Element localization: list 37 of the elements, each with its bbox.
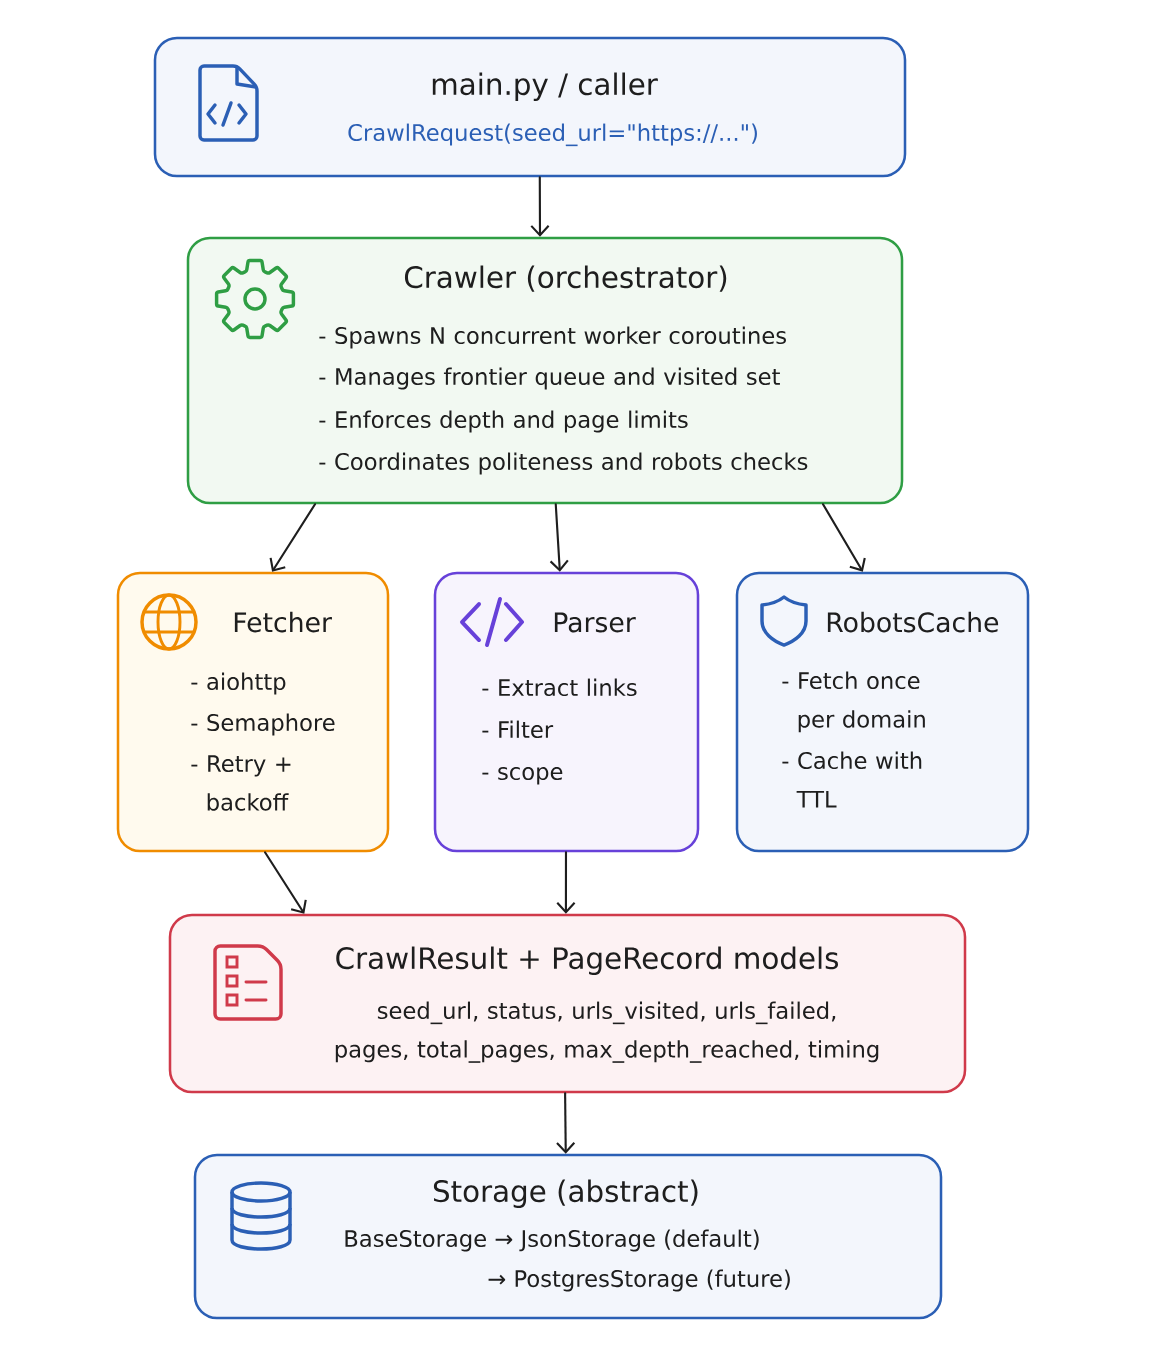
bullet-item: - scope (482, 767, 563, 785)
bullet-item: - Coordinates politeness and robots checks (319, 452, 808, 475)
box-title: main.py / caller (432, 72, 658, 101)
code-line: → PostgresStorage (future) (488, 1269, 790, 1292)
bullet-item: - Fetch once per domain (782, 671, 925, 733)
bullet-item: - Retry + backoff (191, 755, 291, 811)
box-title: Storage (abstract) (433, 1179, 698, 1208)
arrow (556, 851, 576, 914)
box-title: Fetcher (234, 611, 332, 633)
bullet-item: - Enforces depth and page limits (319, 410, 688, 433)
component-box (186, 236, 904, 505)
field-list: seed_url, status, urls_visited, urls_failed, pages, total_pages, max_depth_reached, timing (335, 1001, 879, 1063)
bullet-item: - Spawns N concurrent worker coroutines (319, 326, 786, 349)
box-title: Parser (554, 612, 636, 633)
arrow (263, 851, 307, 914)
bullet-item: - Cache with TTL (782, 751, 922, 808)
component-box (433, 571, 700, 853)
component-box (735, 571, 1030, 853)
box-title: CrawlResult + PageRecord models (336, 946, 838, 975)
box-title: Crawler (orchestrator) (404, 265, 727, 292)
arrow (556, 1092, 576, 1154)
bullet-item: - Manages frontier queue and visited set (319, 367, 780, 390)
bullet-item: - aiohttp (191, 672, 286, 695)
box-title: RobotsCache (827, 611, 999, 633)
bullet-item: - Filter (482, 720, 554, 739)
component-box (116, 571, 390, 853)
arrow (269, 503, 317, 572)
arrow (530, 176, 550, 237)
bullet-item: - Extract links (482, 678, 637, 697)
code-line: CrawlRequest(seed_url="https://...") (348, 123, 757, 147)
component-box (153, 36, 907, 178)
component-box (193, 1153, 943, 1320)
component-box (168, 913, 967, 1094)
arrow (549, 503, 569, 572)
arrow (821, 503, 866, 572)
bullet-item: - Semaphore (191, 713, 335, 736)
code-line: BaseStorage → JsonStorage (default) (345, 1229, 759, 1252)
